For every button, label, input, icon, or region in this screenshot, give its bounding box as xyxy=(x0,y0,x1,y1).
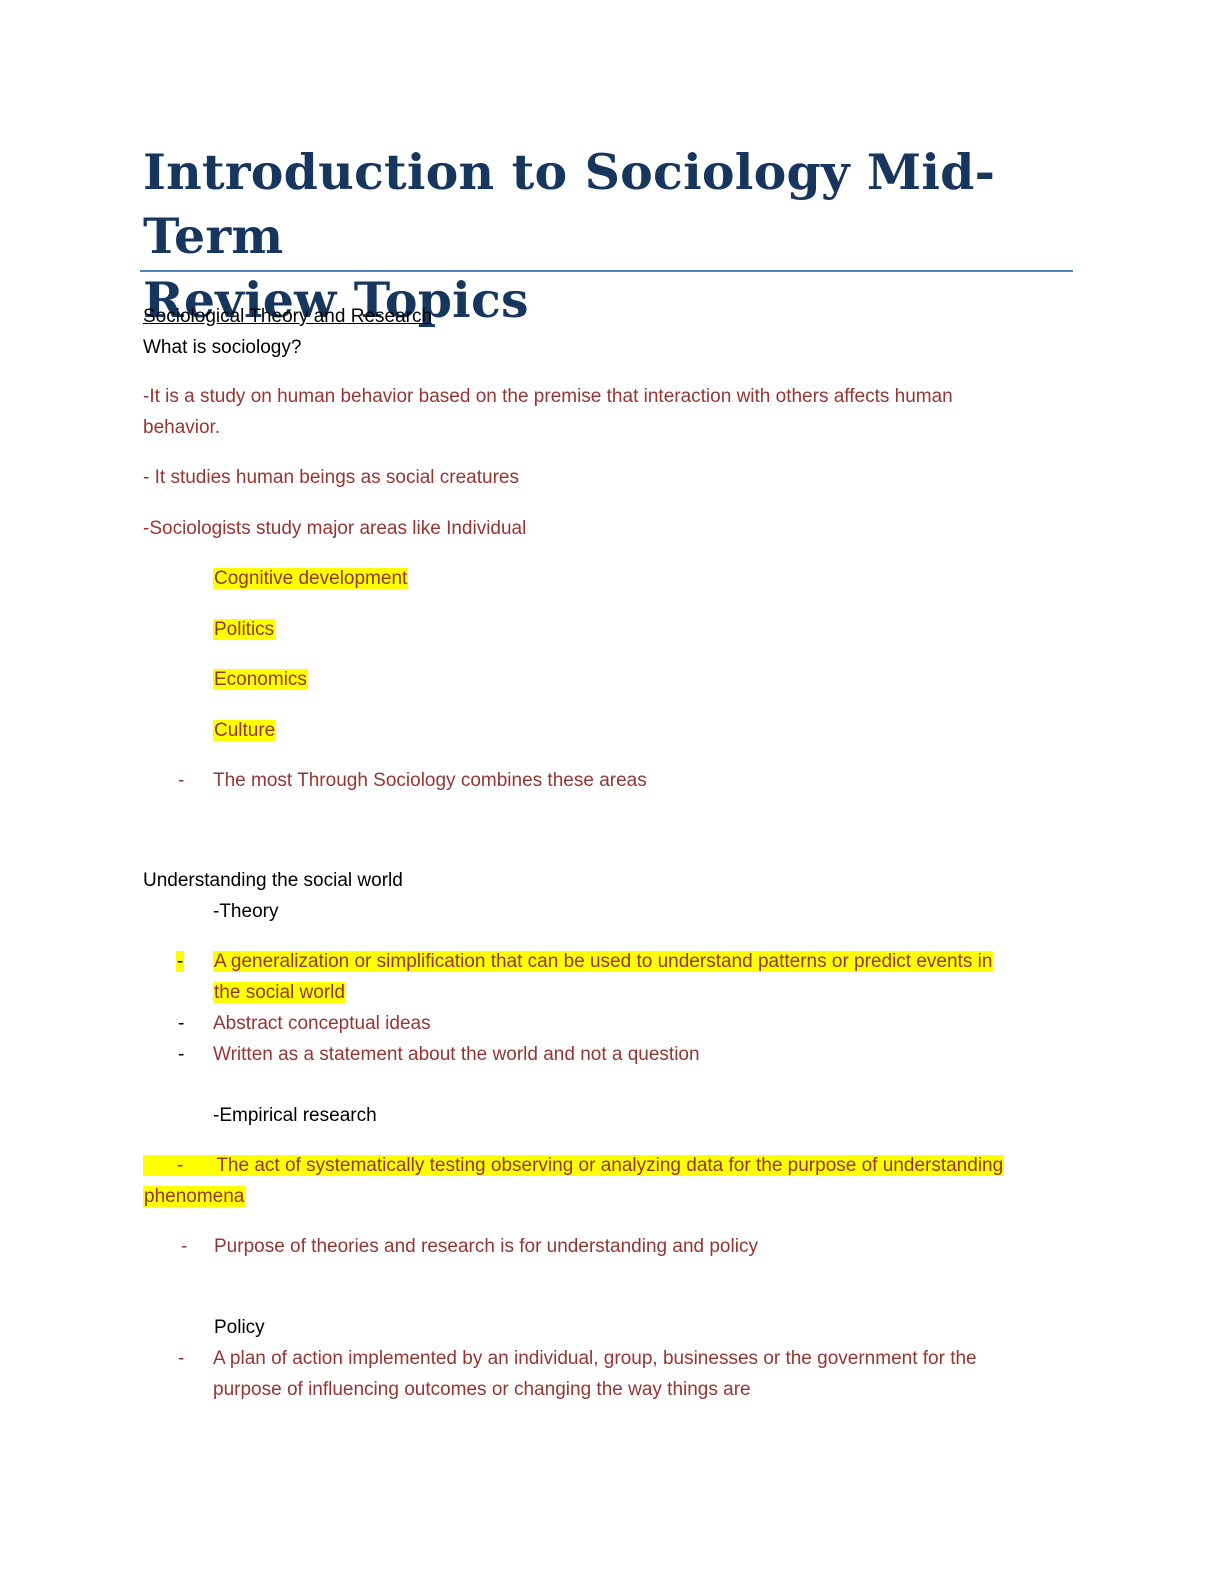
social-creatures-text: - It studies human beings as social crea… xyxy=(143,467,519,488)
section-heading-theory-research: Sociological Theory and Research xyxy=(143,306,433,327)
empirical-definition-line-2: phenomena xyxy=(143,1186,246,1207)
major-areas-text: -Sociologists study major areas like Ind… xyxy=(143,518,527,539)
combines-areas-text: The most Through Sociology combines thes… xyxy=(213,770,647,791)
area-item-cognitive: Cognitive development xyxy=(213,568,409,589)
title-line-2: Review Topics xyxy=(143,271,529,329)
document-title: Introduction to Sociology Mid-Term Revie… xyxy=(143,140,1043,332)
empirical-research-label: -Empirical research xyxy=(213,1105,377,1126)
bullet-dash: - xyxy=(178,1044,185,1065)
theory-bullet-abstract: Abstract conceptual ideas xyxy=(213,1013,431,1034)
bullet-dash: - xyxy=(176,951,185,972)
definition-line-1: -It is a study on human behavior based o… xyxy=(143,386,953,407)
theory-bullet-statement: Written as a statement about the world a… xyxy=(213,1044,700,1065)
bullet-dash: - xyxy=(178,1348,185,1369)
theory-definition-line-1: A generalization or simplification that … xyxy=(213,951,994,972)
theory-label: -Theory xyxy=(213,901,279,922)
bullet-dash: - xyxy=(178,770,185,791)
empirical-definition-line-1: -The act of systematically testing obser… xyxy=(143,1150,1005,1181)
policy-definition-line-2: purpose of influencing outcomes or chang… xyxy=(213,1379,751,1400)
definition-line-2: behavior. xyxy=(143,417,221,438)
title-line-1: Introduction to Sociology Mid-Term xyxy=(143,143,996,265)
question-what-is-sociology: What is sociology? xyxy=(143,337,302,358)
area-item-culture: Culture xyxy=(213,720,277,741)
policy-definition-line-1: A plan of action implemented by an indiv… xyxy=(213,1348,977,1369)
theory-definition-line-2: the social world xyxy=(213,982,346,1003)
section-heading-social-world: Understanding the social world xyxy=(143,870,403,891)
bullet-dash: - xyxy=(181,1236,188,1257)
area-item-economics: Economics xyxy=(213,669,308,690)
area-item-politics: Politics xyxy=(213,619,276,640)
policy-label: Policy xyxy=(214,1317,265,1338)
title-divider xyxy=(140,270,1073,272)
bullet-dash: - xyxy=(178,1013,185,1034)
purpose-text: Purpose of theories and research is for … xyxy=(214,1236,758,1257)
